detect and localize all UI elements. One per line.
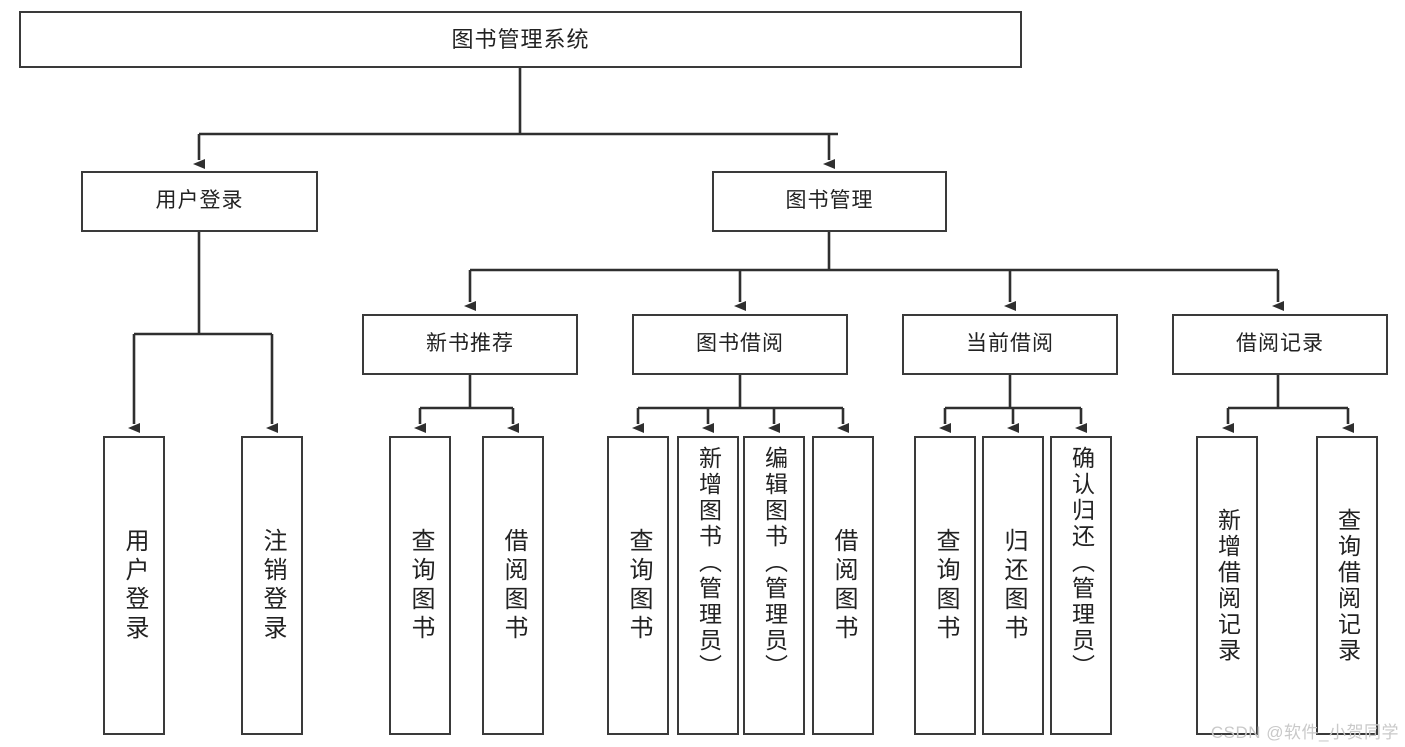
node-label: 借阅记录 [1236, 332, 1324, 356]
node-label: 确认归还（管理员） [1068, 446, 1095, 680]
leaf-borrow-record-query[interactable]: 查询借阅记录 [1316, 436, 1378, 735]
node-label: 图书管理 [785, 189, 874, 213]
leaf-book-borrow-borrow[interactable]: 借阅图书 [812, 436, 874, 735]
node-label: 当前借阅 [966, 332, 1054, 356]
node-label: 用户登录 [121, 527, 148, 644]
node-book-borrow[interactable]: 图书借阅 [632, 314, 848, 375]
node-book-management[interactable]: 图书管理 [712, 171, 947, 232]
leaf-user-login-signin[interactable]: 用户登录 [103, 436, 165, 735]
node-label: 查询图书 [625, 527, 652, 644]
node-label: 用户登录 [155, 189, 244, 213]
node-label: 归还图书 [1000, 527, 1027, 644]
node-label: 新增借阅记录 [1214, 507, 1241, 664]
node-label: 查询图书 [932, 527, 959, 644]
leaf-current-borrow-query[interactable]: 查询图书 [914, 436, 976, 735]
leaf-current-borrow-confirm-admin[interactable]: 确认归还（管理员） [1050, 436, 1112, 735]
csdn-watermark: CSDN @软件_小贺同学 [1210, 723, 1399, 742]
leaf-user-login-signout[interactable]: 注销登录 [241, 436, 303, 735]
node-current-borrow[interactable]: 当前借阅 [902, 314, 1118, 375]
leaf-book-borrow-add-admin[interactable]: 新增图书（管理员） [677, 436, 739, 735]
leaf-new-book-borrow[interactable]: 借阅图书 [482, 436, 544, 735]
node-label: 借阅图书 [500, 527, 527, 644]
leaf-book-borrow-query[interactable]: 查询图书 [607, 436, 669, 735]
node-root-book-management-system[interactable]: 图书管理系统 [19, 11, 1022, 68]
node-label: 新增图书（管理员） [695, 446, 722, 680]
node-user-login[interactable]: 用户登录 [81, 171, 318, 232]
node-label: 图书管理系统 [451, 26, 590, 52]
node-label: 编辑图书（管理员） [761, 446, 788, 680]
node-label: 查询借阅记录 [1334, 507, 1361, 664]
node-label: 新书推荐 [426, 332, 514, 356]
node-borrow-record[interactable]: 借阅记录 [1172, 314, 1388, 375]
leaf-new-book-query[interactable]: 查询图书 [389, 436, 451, 735]
node-label: 注销登录 [259, 527, 286, 644]
leaf-current-borrow-return[interactable]: 归还图书 [982, 436, 1044, 735]
node-label: 查询图书 [407, 527, 434, 644]
leaf-book-borrow-edit-admin[interactable]: 编辑图书（管理员） [743, 436, 805, 735]
node-label: 图书借阅 [696, 332, 784, 356]
node-new-book-recommend[interactable]: 新书推荐 [362, 314, 578, 375]
node-label: 借阅图书 [830, 527, 857, 644]
leaf-borrow-record-add[interactable]: 新增借阅记录 [1196, 436, 1258, 735]
